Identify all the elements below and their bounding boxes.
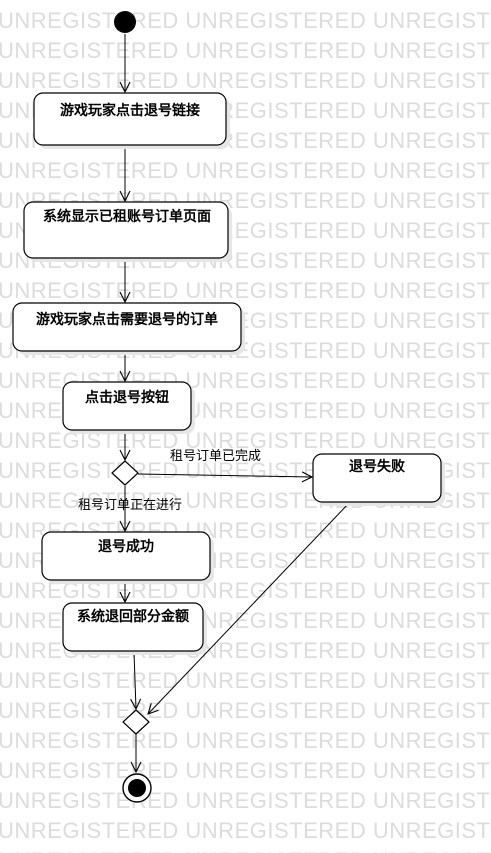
guard-completed: 租号订单已完成 (170, 449, 261, 464)
activity-click-link: 游戏玩家点击退号链接 (33, 92, 230, 149)
activity-click-link-label: 游戏玩家点击退号链接 (60, 102, 200, 119)
edge-decision-to-fail (137, 474, 312, 477)
activity-success: 退号成功 (41, 531, 214, 584)
edge-refund-to-merge (134, 651, 136, 709)
activity-click-button-label: 点击退号按钮 (85, 389, 169, 406)
activity-select-order: 游戏玩家点击需要退号的订单 (12, 302, 245, 355)
activity-show-orders: 系统显示已租账号订单页面 (23, 201, 232, 262)
activity-click-button: 点击退号按钮 (62, 381, 195, 434)
initial-node (114, 11, 136, 33)
activity-show-orders-label: 系统显示已租账号订单页面 (43, 208, 211, 225)
final-node (122, 773, 152, 803)
activity-refund-label: 系统退回部分金额 (77, 608, 189, 625)
activity-refund: 系统退回部分金额 (62, 602, 207, 655)
activity-success-label: 退号成功 (98, 538, 154, 555)
activity-fail-label: 退号失败 (349, 458, 406, 475)
guard-in-progress: 租号订单正在进行 (78, 498, 182, 513)
decision-node (111, 460, 139, 486)
activity-select-order-label: 游戏玩家点击需要退号的订单 (36, 311, 218, 328)
edge-fail-to-merge (148, 501, 351, 714)
activity-fail: 退号失败 (312, 453, 445, 506)
merge-node (122, 709, 150, 735)
